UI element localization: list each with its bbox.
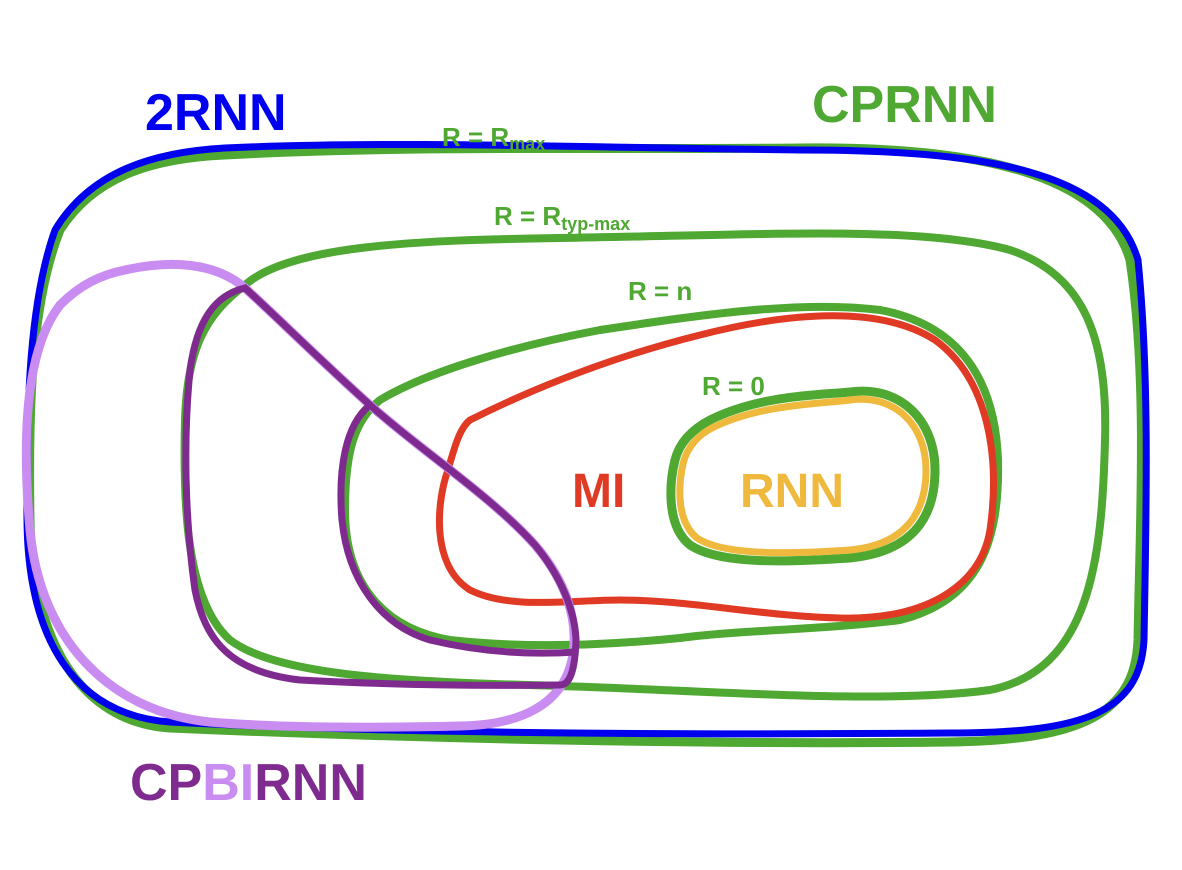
region-cpbirnn-inner-outline <box>337 402 577 657</box>
region-r-0-outline <box>666 386 940 566</box>
label-cprnn: CPRNN <box>812 76 997 134</box>
label-mi: MI <box>572 465 625 518</box>
label-2rnn: 2RNN <box>145 84 287 142</box>
region-birnn-outline <box>21 259 579 732</box>
label-r-0: R = 0 <box>702 371 765 401</box>
label-rnn: RNN <box>740 465 844 518</box>
region-r-typ-max-outline <box>180 229 1110 701</box>
region-mi-outline <box>436 312 997 622</box>
label-r-max: R = Rmax <box>442 122 545 154</box>
label-r-typ-max: R = Rtyp-max <box>494 201 630 234</box>
label-r-n: R = n <box>628 276 692 306</box>
label-cpbirnn: CPBIRNN <box>130 754 367 812</box>
region-rnn-outline <box>676 395 930 557</box>
region-cpbirnn-outline <box>182 284 580 689</box>
